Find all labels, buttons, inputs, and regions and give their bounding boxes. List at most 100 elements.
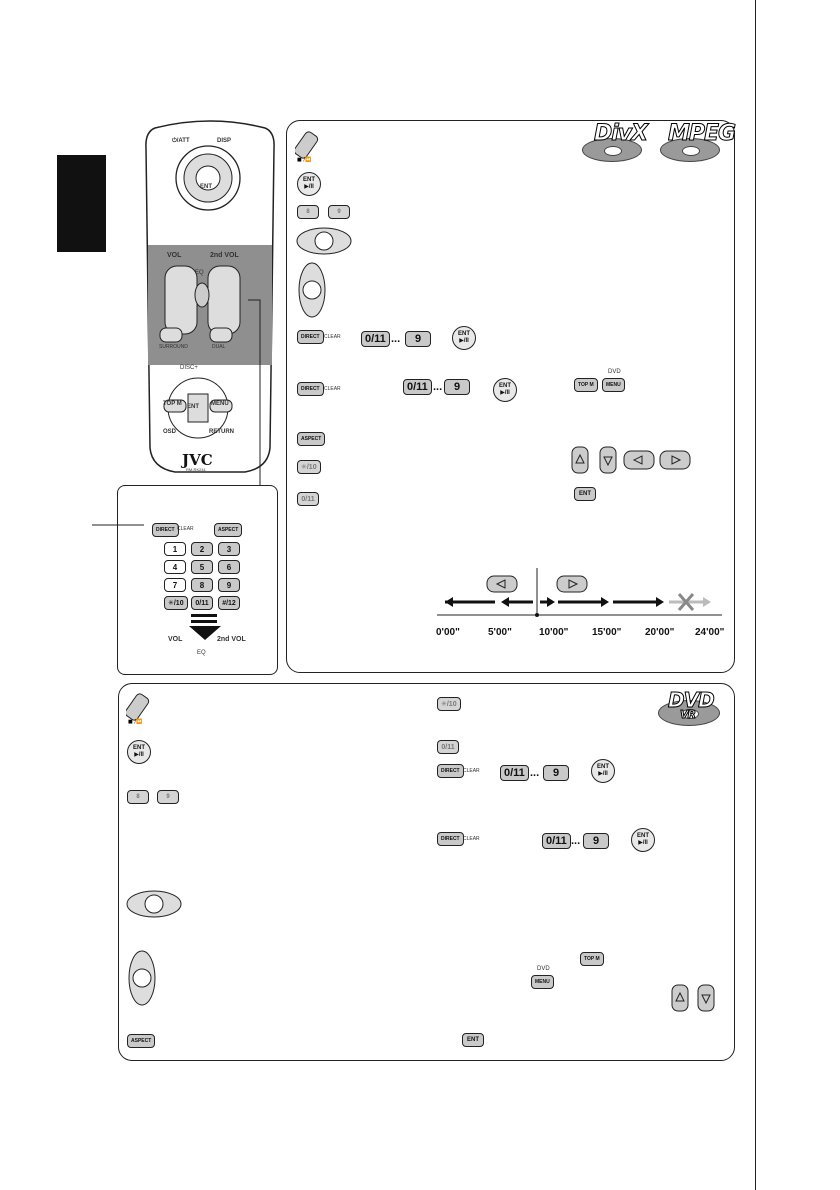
remote-ent-key[interactable]: ENT — [200, 184, 212, 190]
zoom-key-8[interactable]: 8 — [191, 578, 213, 592]
tick-label-20: 20'00" — [645, 627, 675, 638]
bottom-key-10[interactable]: ✳/10 — [437, 697, 461, 711]
page-edge-line — [755, 0, 756, 1190]
zoom-key-1[interactable]: 1 — [164, 542, 186, 556]
bottom-updown-keys — [671, 984, 715, 1012]
bottom-key-9-2[interactable]: 9 — [583, 833, 609, 849]
top-key-0-1[interactable]: 0/11 — [361, 331, 390, 347]
top-key-10[interactable]: ✳/10 — [297, 460, 321, 474]
band-slow-key-icon: ■ /⏪ — [295, 131, 319, 162]
top-dial-icon — [296, 227, 352, 255]
bottom-ent-button-3[interactable]: ENT▶/II — [631, 828, 655, 852]
divx-logo: DivX — [593, 121, 648, 147]
mpeg-logo: MPEG — [667, 121, 736, 147]
language-tab — [57, 155, 106, 252]
model-number: RM-RK241 — [186, 467, 206, 472]
tick-label-5: 5'00" — [488, 627, 512, 638]
bottom-dvd-label: DVD — [537, 966, 550, 972]
bottom-dial-icon — [126, 890, 182, 918]
zoom-key-4[interactable]: 4 — [164, 560, 186, 574]
bottom-key-8[interactable]: 8 — [127, 790, 149, 804]
mpeg-disc-icon — [660, 138, 720, 162]
top-key-9-1[interactable]: 9 — [405, 331, 431, 347]
top-ent-plain-key[interactable]: ENT — [574, 487, 596, 501]
remote-control — [145, 120, 275, 473]
bottom-key-0-2[interactable]: 0/11 — [542, 833, 571, 849]
svg-text:■ /⏪: ■ /⏪ — [297, 156, 311, 162]
top-ent-button[interactable]: ENT▶/II — [297, 172, 321, 196]
bottom-key-9-1[interactable]: 9 — [543, 765, 569, 781]
bottom-aspect-key[interactable]: ASPECT — [127, 1034, 156, 1048]
zoom-key-2[interactable]: 2 — [191, 542, 213, 556]
zoom-key-10[interactable]: ✳/10 — [164, 596, 188, 610]
top-ent-button-2[interactable]: ENT▶/II — [452, 326, 476, 350]
zoom-key-9[interactable]: 9 — [218, 578, 240, 592]
top-dvd-label: DVD — [608, 369, 621, 375]
bottom-ent-button-2[interactable]: ENT▶/II — [591, 759, 615, 783]
bottom-key-0[interactable]: 0/11 — [437, 740, 459, 754]
dvd-vr-panel — [118, 683, 735, 1061]
zoom-clear-label: CLEAR — [177, 526, 194, 532]
remote-topm-key[interactable]: TOP M — [163, 401, 182, 407]
zoom-key-5[interactable]: 5 — [191, 560, 213, 574]
bottom-direct-key-2[interactable]: DIRECT — [437, 832, 464, 846]
bottom-direct-key-1[interactable]: DIRECT — [437, 764, 464, 778]
bottom-key-0-1[interactable]: 0/11 — [500, 765, 529, 781]
down-arrow-icon — [189, 614, 221, 640]
tick-label-10: 10'00" — [539, 627, 569, 638]
remote-osd-key[interactable]: OSD — [163, 429, 177, 435]
divx-disc-icon — [582, 138, 642, 162]
top-ellipsis-1: ... — [391, 333, 401, 345]
callout-connector — [248, 299, 261, 485]
zoom-vol-label: VOL — [168, 636, 183, 643]
top-direct-key-2[interactable]: DIRECT — [297, 382, 324, 396]
remote-disc-plus: DISC+ — [180, 365, 198, 371]
zoom-direct-key[interactable]: DIRECT — [152, 523, 179, 537]
bottom-ent-plain-key[interactable]: ENT — [462, 1033, 484, 1047]
top-key-0-3[interactable]: 0/11 — [297, 492, 319, 506]
pointer-line — [92, 524, 144, 526]
top-direct-key-1[interactable]: DIRECT — [297, 330, 324, 344]
top-aspect-key[interactable]: ASPECT — [297, 432, 326, 446]
bottom-topm-key[interactable]: TOP M — [580, 952, 604, 966]
zoom-key-3[interactable]: 3 — [218, 542, 240, 556]
top-key-9[interactable]: 9 — [328, 205, 350, 219]
band-slow-key-icon-2: ■ /⏪ — [126, 693, 150, 724]
bottom-ent-button[interactable]: ENT▶/II — [127, 740, 151, 764]
remote-return-key[interactable]: RETURN — [209, 429, 234, 435]
remote-eq-label: EQ — [195, 270, 204, 276]
top-ellipsis-2: ... — [433, 381, 443, 393]
tick-label-24: 24'00" — [695, 627, 725, 638]
zoom-key-6[interactable]: 6 — [218, 560, 240, 574]
zoom-key-7[interactable]: 7 — [164, 578, 186, 592]
remote-power-key[interactable]: ⏻/ATT — [172, 138, 190, 144]
bottom-menu-key[interactable]: MENU — [531, 975, 554, 989]
top-menu-key[interactable]: MENU — [602, 378, 625, 392]
bottom-updown-dial-icon — [128, 950, 156, 1006]
top-key-9-2[interactable]: 9 — [444, 379, 470, 395]
svg-text:■ /⏪: ■ /⏪ — [128, 718, 142, 724]
remote-menu-key[interactable]: MENU — [211, 401, 229, 407]
zoom-key-12[interactable]: #/12 — [218, 596, 240, 610]
zoom-2ndvol-label: 2nd VOL — [217, 636, 246, 643]
top-clear-label-1: CLEAR — [324, 334, 341, 340]
remote-vol-label: VOL — [167, 252, 182, 259]
zoom-aspect-key[interactable]: ASPECT — [214, 523, 243, 537]
brand-logo: JVC — [182, 451, 213, 469]
top-ent-button-3[interactable]: ENT▶/II — [493, 378, 517, 402]
bottom-ellipsis-1: ... — [530, 767, 540, 779]
remote-dual-key[interactable]: DUAL — [212, 344, 226, 350]
zoom-key-0[interactable]: 0/11 — [191, 596, 213, 610]
top-key-0-2[interactable]: 0/11 — [403, 379, 432, 395]
top-clear-label-2: CLEAR — [324, 386, 341, 392]
top-key-8[interactable]: 8 — [297, 205, 319, 219]
remote-disp-key[interactable]: DISP — [217, 138, 232, 144]
remote-surround-key[interactable]: SURROUND — [159, 344, 188, 350]
skip-timeline — [437, 568, 722, 617]
top-topm-key[interactable]: TOP M — [574, 378, 598, 392]
top-updown-dial-icon — [298, 262, 326, 318]
dvd-disc-icon — [658, 700, 720, 726]
remote-center-ent[interactable]: ENT — [187, 404, 199, 410]
bottom-key-9[interactable]: 9 — [157, 790, 179, 804]
zoom-eq-label: EQ — [197, 650, 206, 656]
